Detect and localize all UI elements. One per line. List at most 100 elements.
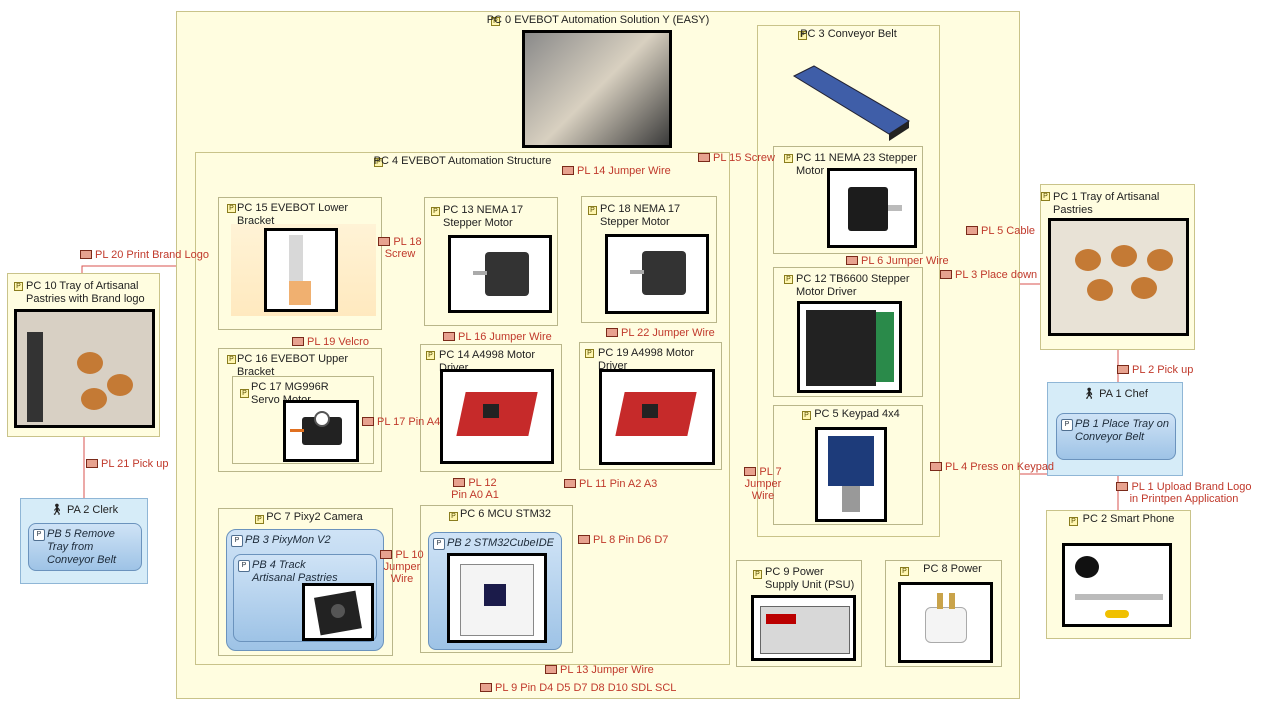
conveyor-belt-image [784,46,914,141]
link-icon [80,249,92,259]
nema17-image-a [448,235,552,313]
link-icon [564,478,576,488]
link-pl13[interactable]: PL 13 Jumper Wire [545,664,654,676]
pc17-servo-motor[interactable]: P PC 17 MG996R Servo Motor [232,376,374,464]
pc16-upper-bracket[interactable]: P PC 16 EVEBOT Upper Bracket P PC 17 MG9… [218,348,382,472]
pc18-nema17-stepper[interactable]: P PC 18 NEMA 17 Stepper Motor [581,196,717,323]
pc6-title: PC 6 MCU STM32 [459,508,552,520]
pb1-place-tray[interactable]: P PB 1 Place Tray on Conveyor Belt [1056,413,1176,460]
component-icon: P [431,207,440,216]
behaviour-icon: P [238,560,250,572]
link-icon [744,466,757,476]
pb4-track-pastries[interactable]: P PB 4 Track Artisanal Pastries [233,554,377,642]
link-pl18[interactable]: PL 18 Screw [376,236,424,260]
component-icon: P [491,17,500,26]
link-pl12[interactable]: PL 12 Pin A0 A1 [451,477,499,501]
pc1-title: PC 1 Tray of Artisanal Pastries [1053,191,1160,216]
component-icon: P [588,206,597,215]
link-icon [453,477,466,487]
pb5-remove-tray[interactable]: P PB 5 Remove Tray from Conveyor Belt [28,523,142,571]
pc11-nema23-stepper[interactable]: P PC 11 NEMA 23 Stepper Motor [773,146,923,254]
pc2-title: PC 2 Smart Phone [1082,513,1175,525]
behaviour-icon: P [231,535,243,547]
link-icon [292,336,304,346]
pc2-smart-phone[interactable]: P PC 2 Smart Phone [1046,510,1191,639]
pb3-title: PB 3 PixyMon V2 [245,534,331,546]
behaviour-icon: P [433,538,445,550]
pc5-title: PC 5 Keypad 4x4 [814,408,900,420]
pc16-title: PC 16 EVEBOT Upper Bracket [237,353,349,378]
link-pl17[interactable]: PL 17 Pin A4 [362,416,440,428]
pc0-photo-robot [522,30,672,148]
link-pl4[interactable]: PL 4 Press on Keypad [930,461,1054,473]
component-icon: P [802,411,811,420]
pc0-title: PC 0 EVEBOT Automation Solution Y (EASY) [486,14,710,26]
pc7-pixy2-camera[interactable]: P PC 7 Pixy2 Camera P PB 3 PixyMon V2 P … [218,508,393,656]
pc12-tb6600-driver[interactable]: P PC 12 TB6600 Stepper Motor Driver [773,267,923,397]
link-pl15[interactable]: PL 15 Screw [698,152,775,164]
component-icon: P [753,570,762,579]
link-pl8[interactable]: PL 8 Pin D6 D7 [578,534,668,546]
pc13-title: PC 13 NEMA 17 Stepper Motor [443,204,524,229]
pc10-tray-with-logo[interactable]: P PC 10 Tray of Artisanal Pastries with … [7,273,160,437]
link-pl9[interactable]: PL 9 Pin D4 D5 D7 D8 D10 SDL SCL [480,682,676,694]
pc6-mcu-stm32[interactable]: P PC 6 MCU STM32 P PB 2 STM32CubeIDE [420,505,573,653]
component-icon: P [1069,517,1078,526]
link-pl6[interactable]: PL 6 Jumper Wire [846,255,949,267]
link-icon [380,549,393,559]
pc7-title: PC 7 Pixy2 Camera [266,511,363,523]
pc13-nema17-stepper[interactable]: P PC 13 NEMA 17 Stepper Motor [424,197,558,326]
link-pl10[interactable]: PL 10 Jumper Wire [380,549,424,585]
pc15-lower-bracket[interactable]: P PC 15 EVEBOT Lower Bracket [218,197,382,330]
keypad-image [815,427,887,522]
pc3-title: PC 3 Conveyor Belt [800,28,897,40]
pc19-a4998-driver[interactable]: P PC 19 A4998 Motor Driver [579,342,722,470]
link-icon [545,664,557,674]
link-pl14[interactable]: PL 14 Jumper Wire [562,165,671,177]
pb1-title: PB 1 Place Tray on Conveyor Belt [1075,418,1169,443]
pa2-title: PA 2 Clerk [66,504,119,516]
link-pl21[interactable]: PL 21 Pick up [86,458,168,470]
link-pl5[interactable]: PL 5 Cable [966,225,1035,237]
a4998-image-b [599,369,715,465]
smart-phone-image [1062,543,1172,627]
pc9-psu[interactable]: P PC 9 Power Supply Unit (PSU) [736,560,862,667]
link-icon [480,682,492,692]
link-pl1[interactable]: PL 1 Upload Brand Logo in Printpen Appli… [1114,481,1254,505]
pa1-chef[interactable]: 🚶︎ PA 1 Chef P PB 1 Place Tray on Convey… [1047,382,1183,476]
pb3-pixymon[interactable]: P PB 3 PixyMon V2 P PB 4 Track Artisanal… [226,529,384,651]
link-pl16[interactable]: PL 16 Jumper Wire [443,331,552,343]
link-pl11[interactable]: PL 11 Pin A2 A3 [564,478,657,490]
behaviour-icon: P [1061,419,1073,431]
pc8-power[interactable]: P PC 8 Power [885,560,1002,667]
component-icon: P [255,515,264,524]
stm32-board-image [447,553,547,643]
pc12-title: PC 12 TB6600 Stepper Motor Driver [796,273,910,298]
link-icon [578,534,590,544]
component-icon: P [240,389,249,398]
link-icon [966,225,978,235]
component-icon: P [14,282,23,291]
pc1-tray-of-pastries[interactable]: P PC 1 Tray of Artisanal Pastries [1040,184,1195,350]
link-pl20[interactable]: PL 20 Print Brand Logo [80,249,209,261]
pc8-title: PC 8 Power [923,563,982,575]
component-icon: P [227,204,236,213]
pixy2-camera-image [302,583,374,641]
link-pl7[interactable]: PL 7 Jumper Wire [744,466,782,502]
link-pl2[interactable]: PL 2 Pick up [1117,364,1193,376]
servo-motor-image [283,400,359,462]
component-icon: P [374,158,383,167]
component-icon: P [449,512,458,521]
link-pl19[interactable]: PL 19 Velcro [292,336,369,348]
link-pl3[interactable]: PL 3 Place down [940,269,1037,281]
pc14-a4998-driver[interactable]: P PC 14 A4998 Motor Driver [420,344,562,472]
link-icon [362,416,374,426]
pc10-title: PC 10 Tray of Artisanal Pastries with Br… [26,280,145,305]
pa2-clerk[interactable]: 🚶︎ PA 2 Clerk P PB 5 Remove Tray from Co… [20,498,148,584]
power-plug-image [898,582,993,663]
link-pl22[interactable]: PL 22 Jumper Wire [606,327,715,339]
pb2-stm32cubeide[interactable]: P PB 2 STM32CubeIDE [428,532,562,650]
nema23-image [827,168,917,248]
pc5-keypad[interactable]: P PC 5 Keypad 4x4 [773,405,923,525]
component-icon: P [798,31,807,40]
